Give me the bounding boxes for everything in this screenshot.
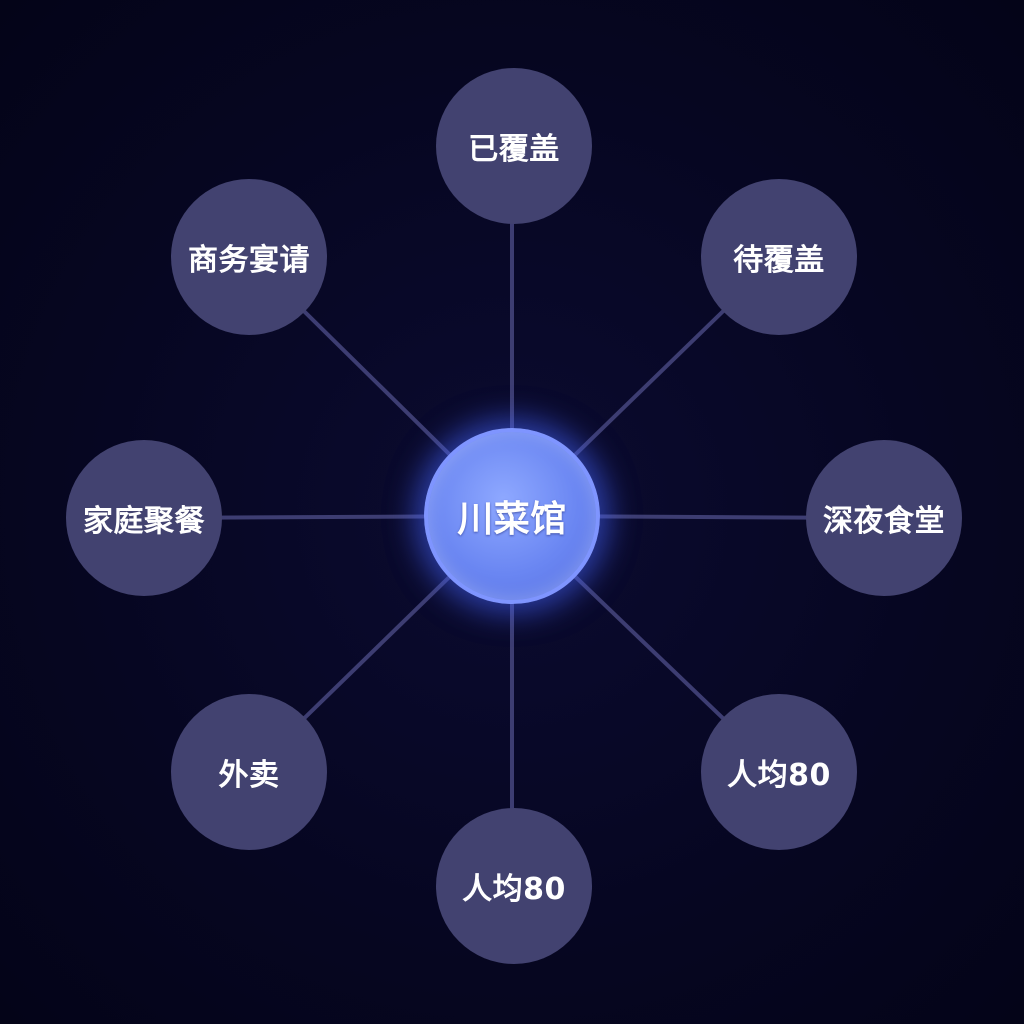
node-covered[interactable]: 已覆盖 (436, 68, 592, 224)
node-avg-price-right[interactable]: 人均80 (701, 694, 857, 850)
node-to-be-covered[interactable]: 待覆盖 (701, 179, 857, 335)
node-takeout[interactable]: 外卖 (171, 694, 327, 850)
node-business-banquet[interactable]: 商务宴请 (171, 179, 327, 335)
node-late-night[interactable]: 深夜食堂 (806, 440, 962, 596)
node-avg-price-bottom[interactable]: 人均80 (436, 808, 592, 964)
center-node-sichuan-restaurant[interactable]: 川菜馆 (424, 428, 600, 604)
node-family-dinner[interactable]: 家庭聚餐 (66, 440, 222, 596)
